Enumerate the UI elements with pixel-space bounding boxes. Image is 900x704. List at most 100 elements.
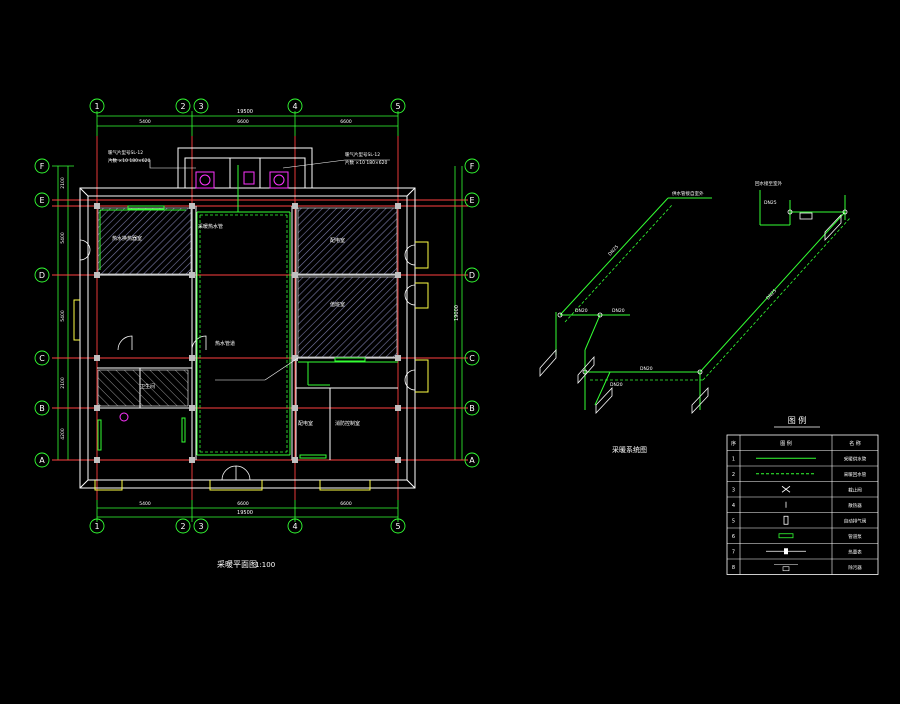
- legend-row-no: 1: [732, 456, 735, 462]
- svg-text:回水接至室外: 回水接至室外: [755, 180, 782, 187]
- column: [189, 457, 195, 463]
- legend-row-no: 6: [732, 534, 735, 540]
- axis-bubble-top-1: 1: [89, 98, 105, 114]
- segment-dim-left: 2100: [60, 177, 66, 189]
- isometric-labels: 供水管接自室外 回水接至室外 DN25 DN25 DN20 DN20 DN20 …: [575, 180, 782, 388]
- axis-bubble-left-F: F: [34, 158, 50, 174]
- overall-dim-bottom: 19500: [237, 510, 253, 516]
- legend-row-name: 采暖回水管: [844, 471, 867, 478]
- legend-row-name: 采暖供水管: [844, 455, 867, 462]
- axis-label: 4: [292, 102, 297, 111]
- column: [94, 405, 100, 411]
- legend-row: 1 采暖供水管: [732, 455, 867, 462]
- axis-bubble-right-A: A: [464, 452, 480, 468]
- svg-text:DN20: DN20: [610, 382, 623, 388]
- column: [292, 405, 298, 411]
- axis-bubble-top-5: 5: [390, 98, 406, 114]
- leader-lines: [110, 159, 390, 381]
- axis-bubble-left-B: B: [34, 400, 50, 416]
- column: [94, 272, 100, 278]
- legend-row-no: 7: [732, 549, 735, 555]
- bottom-dimension-chain: [96, 500, 399, 522]
- axis-bubble-left-D: D: [34, 267, 50, 283]
- svg-text:DN20: DN20: [640, 366, 653, 372]
- axis-bubble-left-C: C: [34, 350, 50, 366]
- meter-icon: [766, 548, 806, 555]
- legend-header-symbol: 图 例: [780, 440, 792, 447]
- legend-row-name: 自动排气阀: [844, 517, 867, 524]
- sanitary-fixtures: [119, 171, 289, 422]
- axis-bubble-bottom-2: 2: [175, 518, 191, 534]
- column: [94, 457, 100, 463]
- valve-icon: [781, 485, 791, 493]
- column: [94, 355, 100, 361]
- column: [395, 272, 401, 278]
- top-dimension-chain: [96, 111, 399, 136]
- radiators: [97, 205, 366, 459]
- legend-row-name: 热量表: [848, 548, 862, 555]
- column: [395, 355, 401, 361]
- axis-bubble-right-B: B: [464, 400, 480, 416]
- room-label: 消防控制室: [335, 420, 360, 427]
- room-label: 配电室: [330, 237, 345, 244]
- isometric-supply-pipes: [555, 190, 846, 410]
- plan-scale: 1:100: [255, 561, 275, 569]
- building-walls: [79, 147, 416, 489]
- axis-bubble-left-E: E: [34, 192, 50, 208]
- legend-title: 图 例: [788, 415, 807, 425]
- legend-row-no: 3: [732, 487, 735, 493]
- svg-text:DN20: DN20: [575, 308, 588, 314]
- column: [395, 457, 401, 463]
- axis-grid-lines: [52, 136, 468, 500]
- axis-label: F: [470, 162, 475, 171]
- annex-note-right: 暖气片型号SL-12: [345, 151, 380, 158]
- axis-label: 1: [94, 102, 99, 111]
- axis-bubbles-left: F E D C B A: [34, 158, 50, 468]
- room-label: 热水换热器室: [112, 235, 142, 242]
- axis-label: 1: [94, 522, 99, 531]
- legend-row-no: 8: [732, 565, 735, 571]
- column: [292, 272, 298, 278]
- column: [94, 203, 100, 209]
- segment-dim-bottom: 6600: [340, 501, 352, 507]
- legend-row-name: 截止阀: [848, 486, 862, 493]
- axis-label: 2: [180, 102, 185, 111]
- segment-dim-left: 2100: [60, 377, 66, 389]
- svg-text:DN25: DN25: [607, 244, 620, 257]
- segment-dim-bottom: 5400: [139, 501, 151, 507]
- axis-label: E: [39, 196, 44, 205]
- plan-title: 采暖平面图: [217, 559, 257, 569]
- annex-note-left: 暖气片型号SL-12: [108, 149, 143, 156]
- legend-row: 7 热量表: [732, 548, 862, 555]
- column: [189, 405, 195, 411]
- column: [292, 355, 298, 361]
- overall-dim-right: 19000: [454, 305, 460, 321]
- axis-bubble-left-A: A: [34, 452, 50, 468]
- axis-label: 2: [180, 522, 185, 531]
- axis-label: E: [469, 196, 474, 205]
- pump-icon: [778, 533, 794, 539]
- isometric-radiators: [539, 212, 842, 415]
- right-dimension-chain: [454, 166, 463, 460]
- axis-bubble-top-3: 3: [193, 98, 209, 114]
- segment-dim-left: 5400: [60, 310, 66, 322]
- axis-label: 4: [292, 522, 297, 531]
- room-label: 卫生间: [140, 383, 155, 390]
- legend-row: 3 截止阀: [732, 485, 862, 493]
- axis-label: C: [469, 354, 475, 363]
- column: [189, 203, 195, 209]
- legend-row-no: 4: [732, 503, 735, 509]
- axis-label: 5: [395, 522, 400, 531]
- axis-bubble-bottom-1: 1: [89, 518, 105, 534]
- axis-label: A: [469, 456, 475, 465]
- room-label: 热水管道: [215, 340, 235, 347]
- axis-bubble-right-F: F: [464, 158, 480, 174]
